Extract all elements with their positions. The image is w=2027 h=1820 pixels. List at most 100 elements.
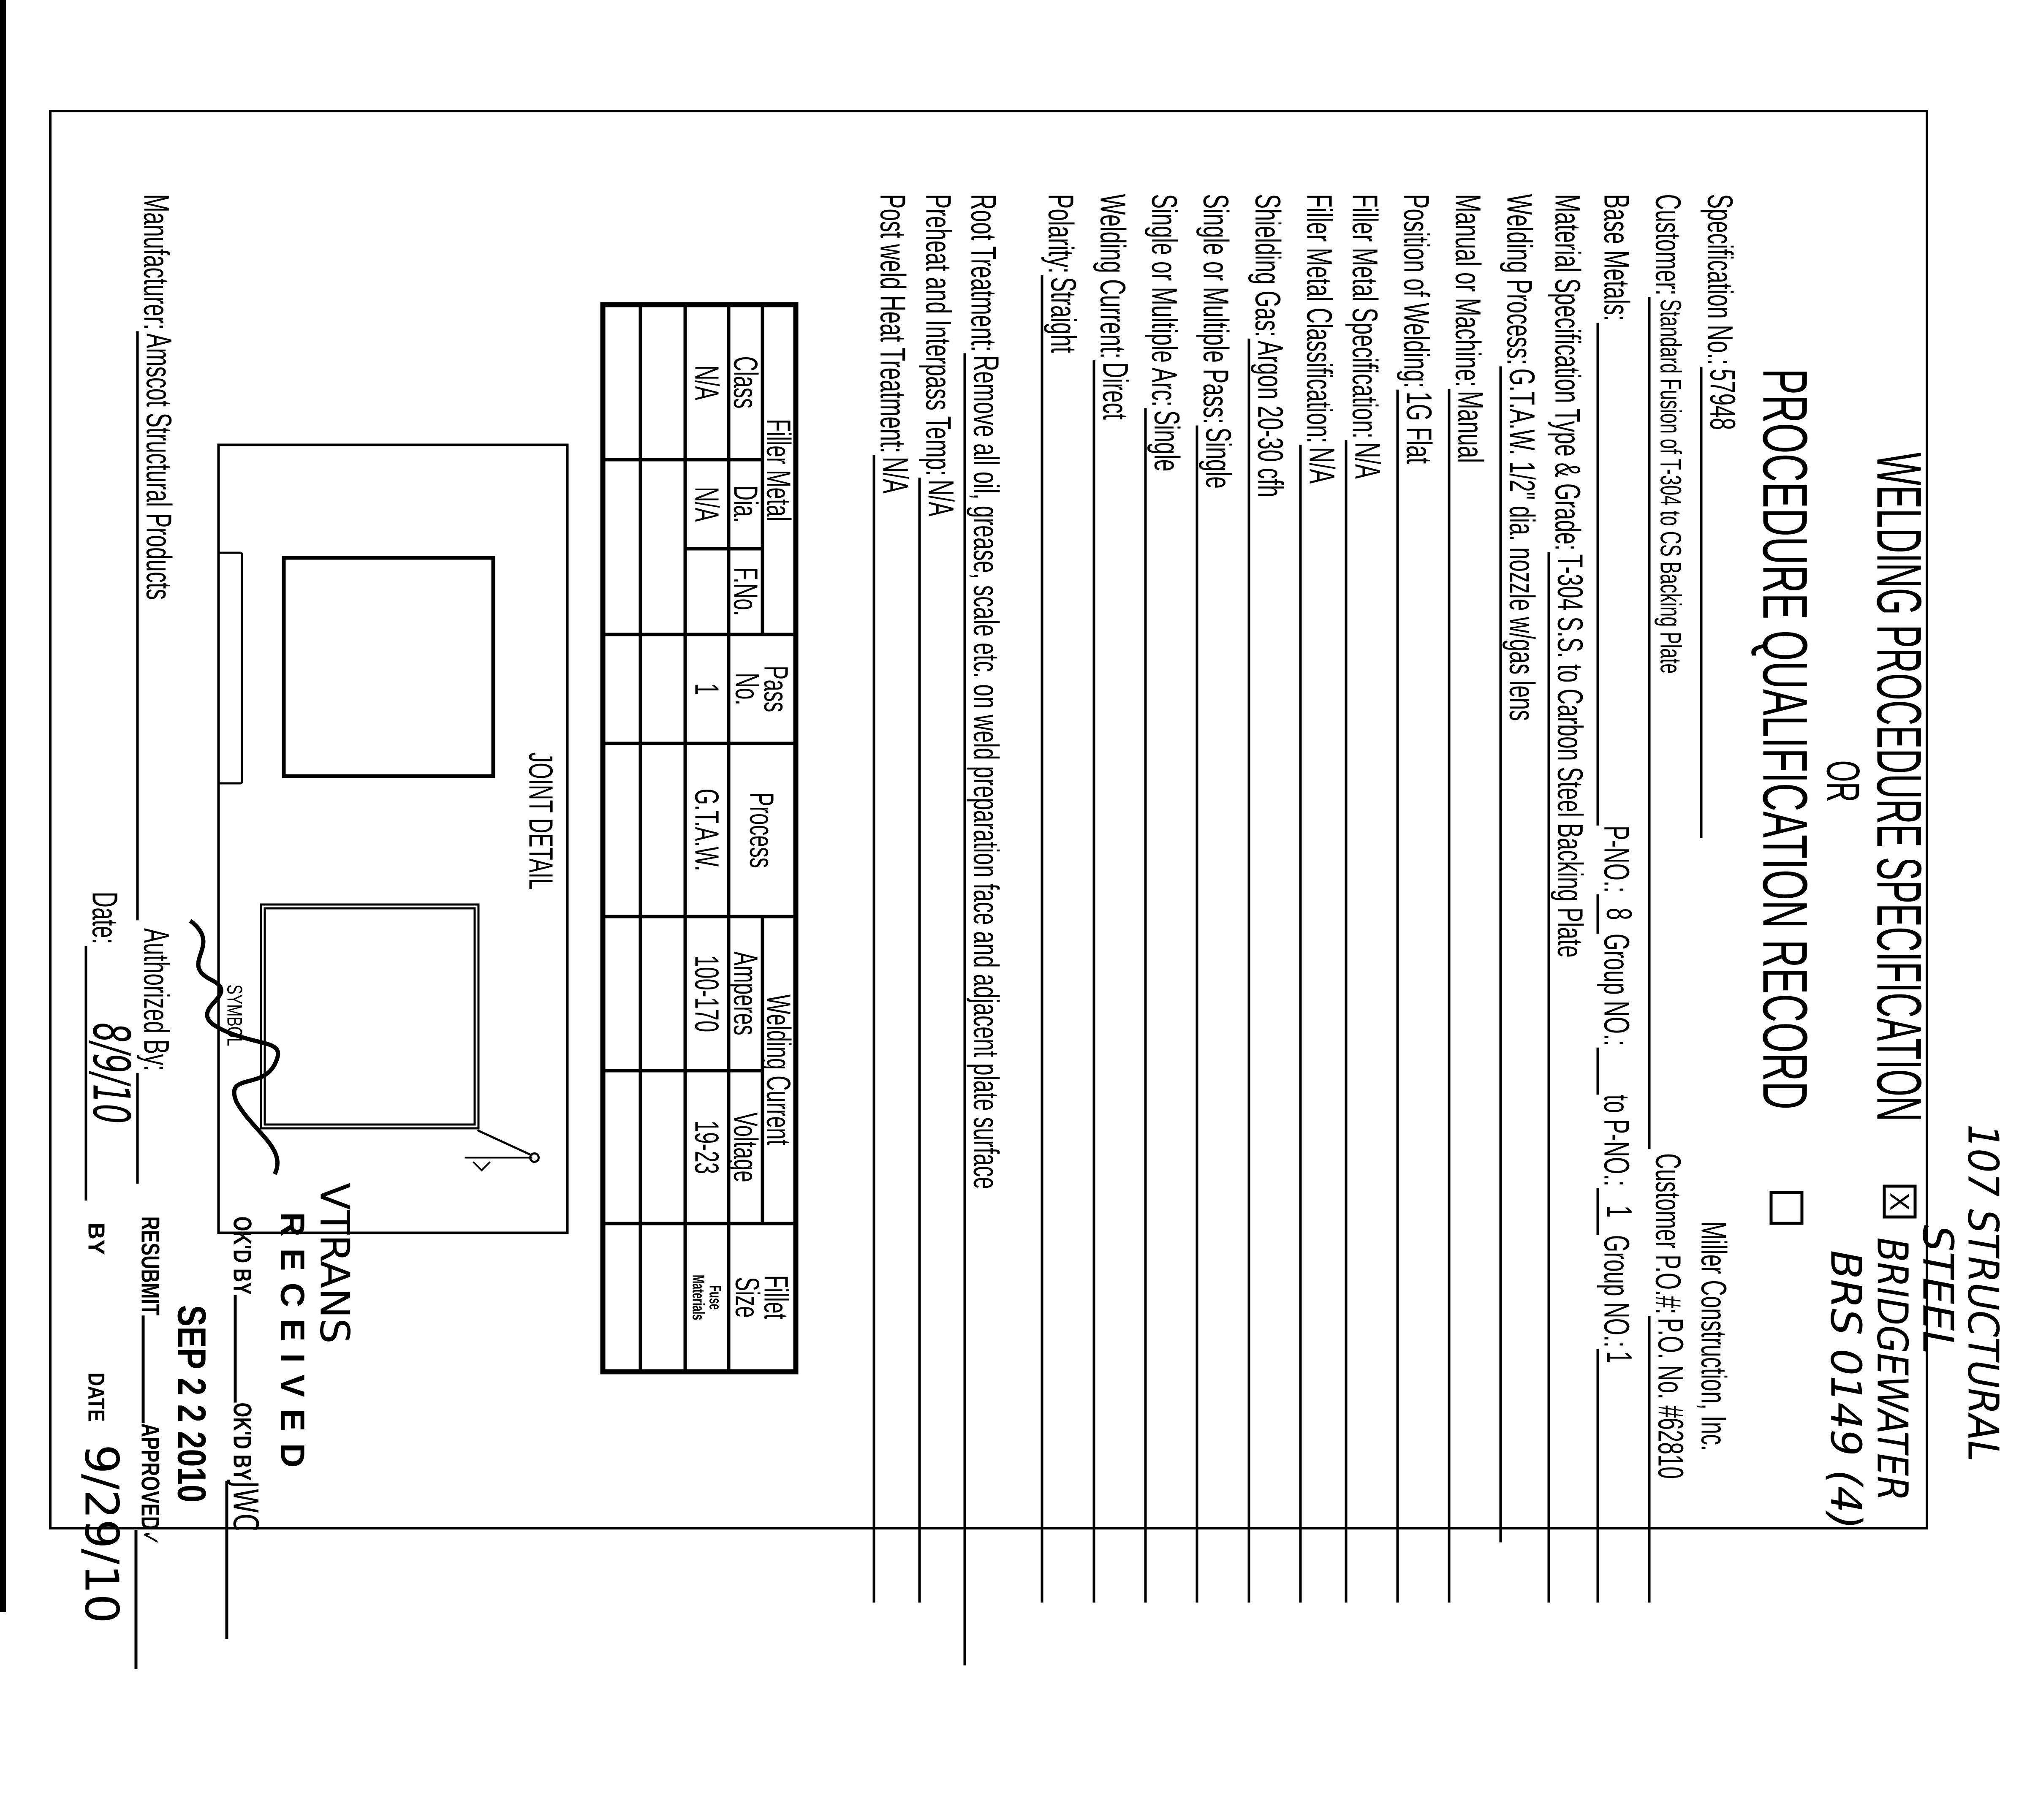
manual-field[interactable]: Manual: [1448, 388, 1491, 1603]
table-cell-empty: [640, 743, 685, 916]
table-cell-pass-no: 1: [685, 634, 728, 743]
current-row: Welding Current: Direct: [1092, 194, 1136, 1603]
header-voltage: Voltage: [728, 1070, 762, 1223]
page-border: [49, 110, 1928, 1529]
filler-spec-field[interactable]: N/A: [1345, 440, 1388, 1603]
title-wps: WELDING PROCEDURE SPECIFICATION: [1864, 452, 1935, 1122]
manual-row: Manual or Machine: Manual: [1448, 194, 1491, 1603]
manufacturer-row: Manufacturer: Amscot Structural Products…: [136, 194, 179, 1184]
date-field[interactable]: 8/9/10: [81, 945, 140, 1201]
table-cell-empty: [640, 916, 685, 1070]
position-row: Position of Welding: 1G Flat: [1396, 194, 1439, 1603]
table-cell-empty: [603, 305, 640, 459]
wps-checkbox[interactable]: X: [1883, 1184, 1916, 1218]
table-cell-process: G.T.A.W.: [685, 743, 728, 916]
shielding-row: Shielding Gas: Argon 20-30 cfh: [1247, 194, 1291, 1603]
table-cell-amperes: 100-170: [685, 916, 728, 1070]
preheat-row: Preheat and Interpass Temp: N/A: [918, 194, 961, 1603]
table-cell-empty: [603, 634, 640, 743]
table-cell-empty: [640, 459, 685, 634]
base-metals-field[interactable]: [1596, 322, 1635, 826]
header-process: Process: [728, 743, 795, 916]
polarity-field[interactable]: Straight: [1041, 274, 1084, 1603]
table-cell-empty: [603, 1070, 640, 1223]
stamp-date-label: DATE: [83, 1372, 109, 1422]
joint-sketch-area: [282, 556, 495, 778]
to-p-no-field[interactable]: 1: [1596, 1187, 1639, 1235]
table-cell-fillet: Fuse Materials: [685, 1223, 728, 1371]
header-f-no: F.No.: [728, 549, 762, 634]
stamp-by: BY: [83, 1222, 109, 1255]
table-cell-empty: [603, 1223, 640, 1371]
title-or: OR: [1817, 760, 1869, 802]
header-amperes: Amperes: [728, 916, 762, 1070]
filler-spec-row: Filler Metal Specification: N/A: [1345, 194, 1388, 1603]
base-metals-row: Base Metals: P-NO.: 8 Group NO.: to P-NO…: [1596, 194, 1639, 1603]
table-cell-empty: [603, 743, 640, 916]
table-cell-class: N/A: [685, 305, 728, 459]
signature: [188, 919, 280, 1175]
title-pqr: PROCEDURE QUALIFICATION RECORD: [1750, 368, 1820, 1110]
stamp-date-value: 9/29/10: [74, 1444, 128, 1624]
postweld-field[interactable]: N/A: [872, 454, 916, 1603]
pass-field[interactable]: Single: [1196, 425, 1239, 1603]
table-cell-empty: [640, 1223, 685, 1371]
spec-no-field[interactable]: 57948: [1700, 366, 1743, 838]
customer-name: Miller Construction, Inc.: [1694, 1221, 1734, 1451]
arc-field[interactable]: Single: [1144, 408, 1187, 1603]
manufacturer-field[interactable]: Amscot Structural Products: [136, 331, 179, 921]
arc-row: Single or Multiple Arc: Single: [1144, 194, 1187, 1603]
material-row: Material Specification Type & Grade: T-3…: [1547, 194, 1590, 1603]
table-cell-voltage: 19-23: [685, 1070, 728, 1223]
table-cell-empty: [640, 1070, 685, 1223]
stamp-approval-row: RESUBMITAPPROVED✓: [134, 1216, 164, 1820]
material-field[interactable]: T-304 S.S. to Carbon Steel Backing Plate: [1547, 552, 1590, 1603]
header-dia: Dia.: [728, 459, 762, 549]
shielding-field[interactable]: Argon 20-30 cfh: [1247, 338, 1291, 1603]
table-cell-empty: [603, 916, 640, 1070]
authorized-field[interactable]: [136, 1073, 175, 1184]
handwritten-ref: BRS 0149 (4): [1821, 1250, 1870, 1529]
table-cell-empty: [640, 305, 685, 459]
customer-field[interactable]: Standard Fusion of T-304 to CS Backing P…: [1648, 296, 1691, 1149]
process-field[interactable]: G.T.A.W. 1/2" dia. nozzle w/gas lens: [1499, 366, 1542, 1543]
table-cell-empty: [603, 459, 640, 634]
handwritten-note-structural: 107 STRUCTURAL: [1958, 1124, 2008, 1461]
approved-check-icon: ✓: [134, 1529, 164, 1669]
filler-class-field[interactable]: N/A: [1299, 445, 1342, 1603]
date-row: Date: 8/9/10: [81, 891, 140, 1201]
p-no-field[interactable]: 8: [1596, 894, 1639, 934]
polarity-row: Polarity: Straight: [1041, 194, 1084, 1603]
stamp-okd-row: OK'D BYOK'D BYJWC: [225, 1216, 265, 1780]
spec-no-row: Specification No.: 57948: [1700, 194, 1743, 838]
joint-detail-box: JOINT DETAIL SYMBOL: [217, 443, 568, 1234]
filler-class-row: Filler Metal Classification: N/A: [1299, 194, 1342, 1603]
weld-symbol-icon: [465, 1129, 540, 1171]
process-row: Welding Process: G.T.A.W. 1/2" dia. nozz…: [1499, 194, 1542, 1543]
postweld-row: Post weld Heat Treatment: N/A: [872, 194, 916, 1603]
header-filler-metal: Filler Metal: [762, 305, 795, 634]
preheat-field[interactable]: N/A: [918, 477, 961, 1603]
joint-bar: [217, 551, 243, 784]
position-field[interactable]: 1G Flat: [1396, 389, 1439, 1603]
root-row: Root Treatment: Remove all oil, grease, …: [963, 194, 1006, 1665]
group-no-field[interactable]: [1596, 1047, 1635, 1095]
customer-po-field[interactable]: P.O. No. #62810: [1648, 1315, 1691, 1603]
stamp-received: RECEIVED: [274, 1212, 311, 1479]
pass-row: Single or Multiple Pass: Single: [1196, 194, 1239, 1603]
header-welding-current: Welding Current: [762, 916, 795, 1223]
current-field[interactable]: Direct: [1092, 360, 1136, 1603]
scan-edge: [0, 0, 6, 1612]
stamp-date: SEP 2 2 2010: [169, 1305, 214, 1502]
document-page: 107 STRUCTURAL STEEL BRIDGEWATER BRS 014…: [74, 194, 2008, 1669]
pqr-checkbox[interactable]: [1769, 1191, 1803, 1225]
group-no2-field[interactable]: 1: [1596, 1349, 1639, 1603]
root-field[interactable]: Remove all oil, grease, scale etc. on we…: [963, 353, 1006, 1665]
table-cell-f-no: [685, 549, 728, 634]
joint-detail-title: JOINT DETAIL: [522, 752, 560, 890]
table-cell-empty: [640, 634, 685, 743]
customer-row: Customer: Standard Fusion of T-304 to CS…: [1648, 194, 1691, 1603]
